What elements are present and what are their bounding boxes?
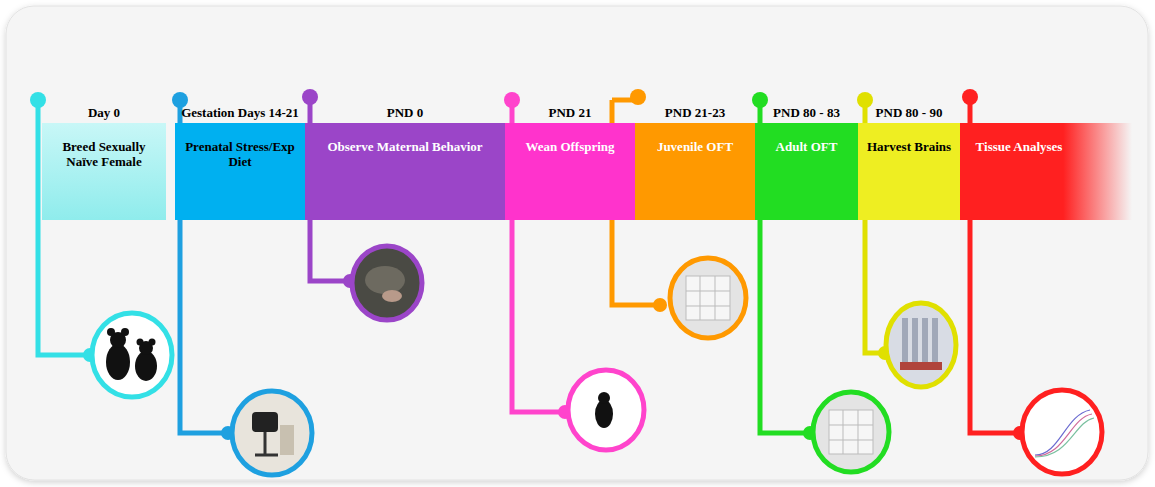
amplification-curves — [1035, 410, 1094, 457]
leader-dot — [630, 89, 646, 105]
curve — [1035, 418, 1094, 457]
leader-dot — [504, 92, 520, 108]
photo-frame — [813, 392, 889, 472]
stage-date: Gestation Days 14-21 — [165, 105, 315, 120]
photo-frame — [1022, 390, 1102, 474]
arena-grid — [686, 276, 730, 320]
timeline-band: PND 21Wean Offspring — [505, 123, 635, 220]
photo-frame — [92, 313, 172, 397]
curve — [1035, 410, 1090, 455]
stage-date: Day 0 — [32, 105, 176, 120]
leader-dot — [857, 92, 873, 108]
arena-grid — [829, 410, 873, 454]
photo-frame — [352, 246, 422, 320]
leader-dot — [752, 92, 768, 108]
background-panel — [6, 6, 1148, 480]
band-label: Wean Offspring — [505, 123, 635, 160]
mouse-ear — [149, 339, 156, 346]
leader-line — [612, 98, 638, 103]
arena-floor — [829, 410, 873, 454]
timeline-band: PND 80 - 83Adult OFT — [755, 123, 858, 220]
tube — [922, 318, 928, 362]
device-part — [280, 425, 294, 455]
mouse-ear — [137, 339, 144, 346]
timeline-band: Tissue Analyses — [960, 123, 1132, 220]
stage-date: PND 21 — [495, 105, 645, 120]
leader-dot — [302, 89, 318, 105]
tube — [902, 318, 908, 362]
stage-date: PND 21-23 — [625, 105, 765, 120]
timeline-band: PND 80 - 90Harvest Brains — [858, 123, 960, 220]
mouse-ear — [121, 328, 129, 336]
tube-rack — [900, 362, 942, 370]
open-field-arena — [829, 410, 873, 454]
leader-dot — [30, 92, 46, 108]
band-label: Breed Sexually Naïve Female — [42, 123, 166, 175]
band-label: Observe Maternal Behavior — [305, 123, 505, 160]
mice-silhouette — [106, 328, 157, 381]
tube — [932, 318, 938, 362]
leader-dot — [653, 298, 667, 312]
timeline-band: Gestation Days 14-21Prenatal Stress/Exp … — [175, 123, 305, 220]
mouse-body — [135, 351, 157, 381]
band-label: Prenatal Stress/Exp Diet — [175, 123, 305, 175]
timeline-band: PND 0Observe Maternal Behavior — [305, 123, 505, 220]
photo-frame — [670, 258, 746, 338]
dam-figure — [365, 266, 405, 294]
curve — [1035, 414, 1092, 456]
tube — [912, 318, 918, 362]
arena-floor — [686, 276, 730, 320]
stage-date: PND 80 - 83 — [745, 105, 868, 120]
stage-date: PND 80 - 90 — [848, 105, 970, 120]
mouse-ear — [107, 328, 115, 336]
pups-figure — [382, 290, 402, 302]
device-body — [252, 412, 278, 432]
open-field-arena — [686, 276, 730, 320]
mouse-body — [595, 400, 613, 428]
photo-frame — [886, 303, 956, 387]
leader-dot — [962, 89, 978, 105]
maternal-photo — [365, 266, 405, 302]
timeline-band: Day 0Breed Sexually Naïve Female — [42, 123, 166, 220]
photo-frame — [232, 391, 312, 475]
sample-tubes — [900, 318, 942, 370]
band-label: Tissue Analyses — [960, 123, 1132, 160]
band-label: Juvenile OFT — [635, 123, 755, 160]
timeline-band: PND 21-23Juvenile OFT — [635, 123, 755, 220]
restraint-device — [252, 412, 294, 455]
mouse-head — [598, 392, 610, 404]
stage-date: PND 0 — [295, 105, 515, 120]
band-label: Harvest Brains — [858, 123, 960, 160]
mouse-silhouette — [595, 392, 613, 428]
photo-frame — [568, 370, 644, 450]
band-label: Adult OFT — [755, 123, 858, 160]
device-stand — [255, 432, 278, 455]
mouse-body — [106, 344, 130, 380]
